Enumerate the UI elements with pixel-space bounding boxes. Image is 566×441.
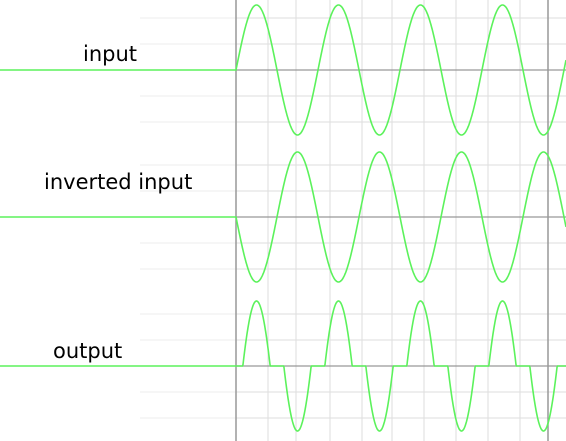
label-inverted-input: inverted input bbox=[44, 170, 192, 194]
series-line-inverted-input bbox=[0, 151, 566, 283]
traces bbox=[0, 4, 566, 432]
label-output: output bbox=[53, 339, 122, 363]
trace-labels: input inverted input output bbox=[44, 42, 192, 363]
grid bbox=[140, 0, 566, 441]
series-line-output bbox=[0, 300, 566, 432]
label-input: input bbox=[83, 42, 137, 66]
series-line-input bbox=[0, 4, 566, 136]
